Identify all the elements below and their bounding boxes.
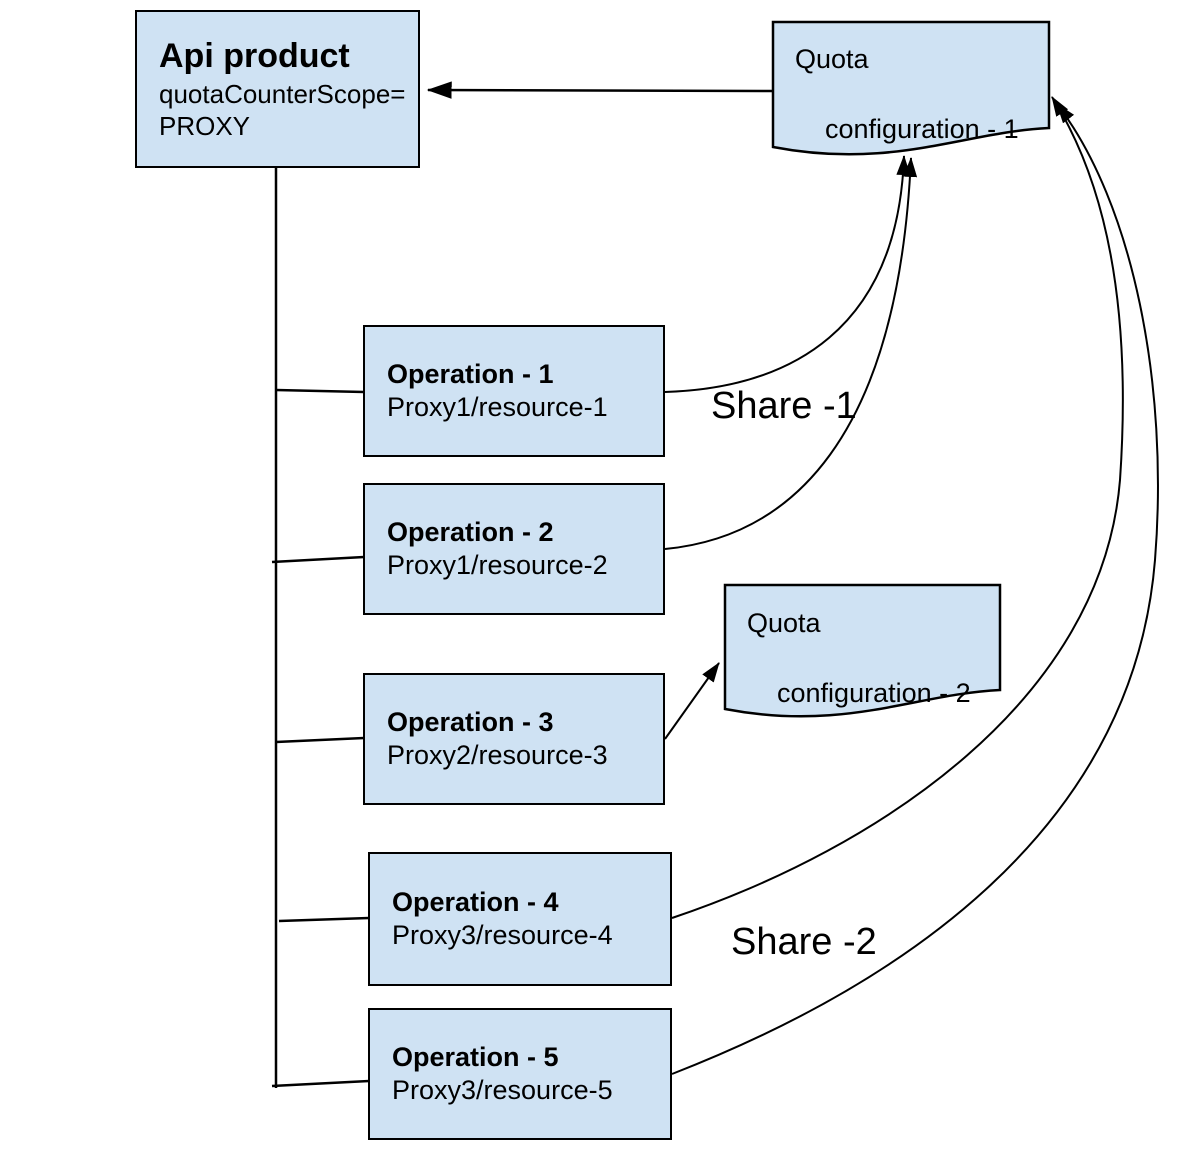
branch-line-operation-2 bbox=[271, 555, 365, 564]
arrow-operation-4-to-quota1 bbox=[671, 96, 1124, 919]
quota-config-2-line-1: Quota bbox=[747, 608, 821, 638]
api-product-node: Api product quotaCounterScope= PROXY bbox=[135, 10, 420, 168]
operation-path: Proxy3/resource-4 bbox=[392, 920, 613, 950]
operation-title: Operation - 2 bbox=[387, 517, 554, 547]
api-product-attr-line-2: PROXY bbox=[159, 111, 251, 141]
arrow-operation-5-to-quota1 bbox=[671, 103, 1159, 1075]
operation-2-node: Operation - 2 Proxy1/resource-2 bbox=[363, 483, 665, 615]
quota-config-2-label: Quota configuration - 2 bbox=[747, 606, 971, 746]
operation-1-node: Operation - 1 Proxy1/resource-1 bbox=[363, 325, 665, 457]
quota-config-1-shape bbox=[771, 20, 1051, 156]
operation-path: Proxy1/resource-2 bbox=[387, 550, 608, 580]
arrow-operation-3-to-quota2 bbox=[664, 662, 720, 740]
branch-line-operation-3 bbox=[275, 736, 365, 744]
branch-line-operation-1 bbox=[275, 388, 365, 394]
operation-title: Operation - 4 bbox=[392, 887, 559, 917]
arrow-quota1-to-api-product bbox=[426, 81, 774, 99]
operation-path: Proxy1/resource-1 bbox=[387, 392, 608, 422]
quota-config-1-label: Quota configuration - 1 bbox=[795, 42, 1019, 182]
api-product-attr-line-1: quotaCounterScope= bbox=[159, 79, 406, 109]
branch-line-operation-5 bbox=[271, 1079, 370, 1088]
api-product-title: Api product bbox=[159, 37, 350, 75]
operation-path: Proxy3/resource-5 bbox=[392, 1075, 613, 1105]
operation-title: Operation - 1 bbox=[387, 359, 554, 389]
quota-config-1-line-2: configuration - 1 bbox=[825, 114, 1019, 144]
arrow-operation-2-to-quota1 bbox=[664, 157, 918, 550]
operation-3-node: Operation - 3 Proxy2/resource-3 bbox=[363, 673, 665, 805]
quota-config-2-line-2: configuration - 2 bbox=[777, 678, 971, 708]
operation-4-node: Operation - 4 Proxy3/resource-4 bbox=[368, 852, 672, 986]
share-1-label: Share -1 bbox=[711, 385, 857, 427]
branch-line-operation-4 bbox=[278, 916, 370, 923]
operation-title: Operation - 3 bbox=[387, 707, 554, 737]
operation-title: Operation - 5 bbox=[392, 1042, 559, 1072]
operation-path: Proxy2/resource-3 bbox=[387, 740, 608, 770]
quota-config-2-shape bbox=[723, 583, 1002, 718]
arrow-operation-1-to-quota1 bbox=[664, 155, 911, 393]
share-2-label: Share -2 bbox=[731, 921, 877, 963]
operation-5-node: Operation - 5 Proxy3/resource-5 bbox=[368, 1008, 672, 1140]
quota-config-1-line-1: Quota bbox=[795, 44, 869, 74]
